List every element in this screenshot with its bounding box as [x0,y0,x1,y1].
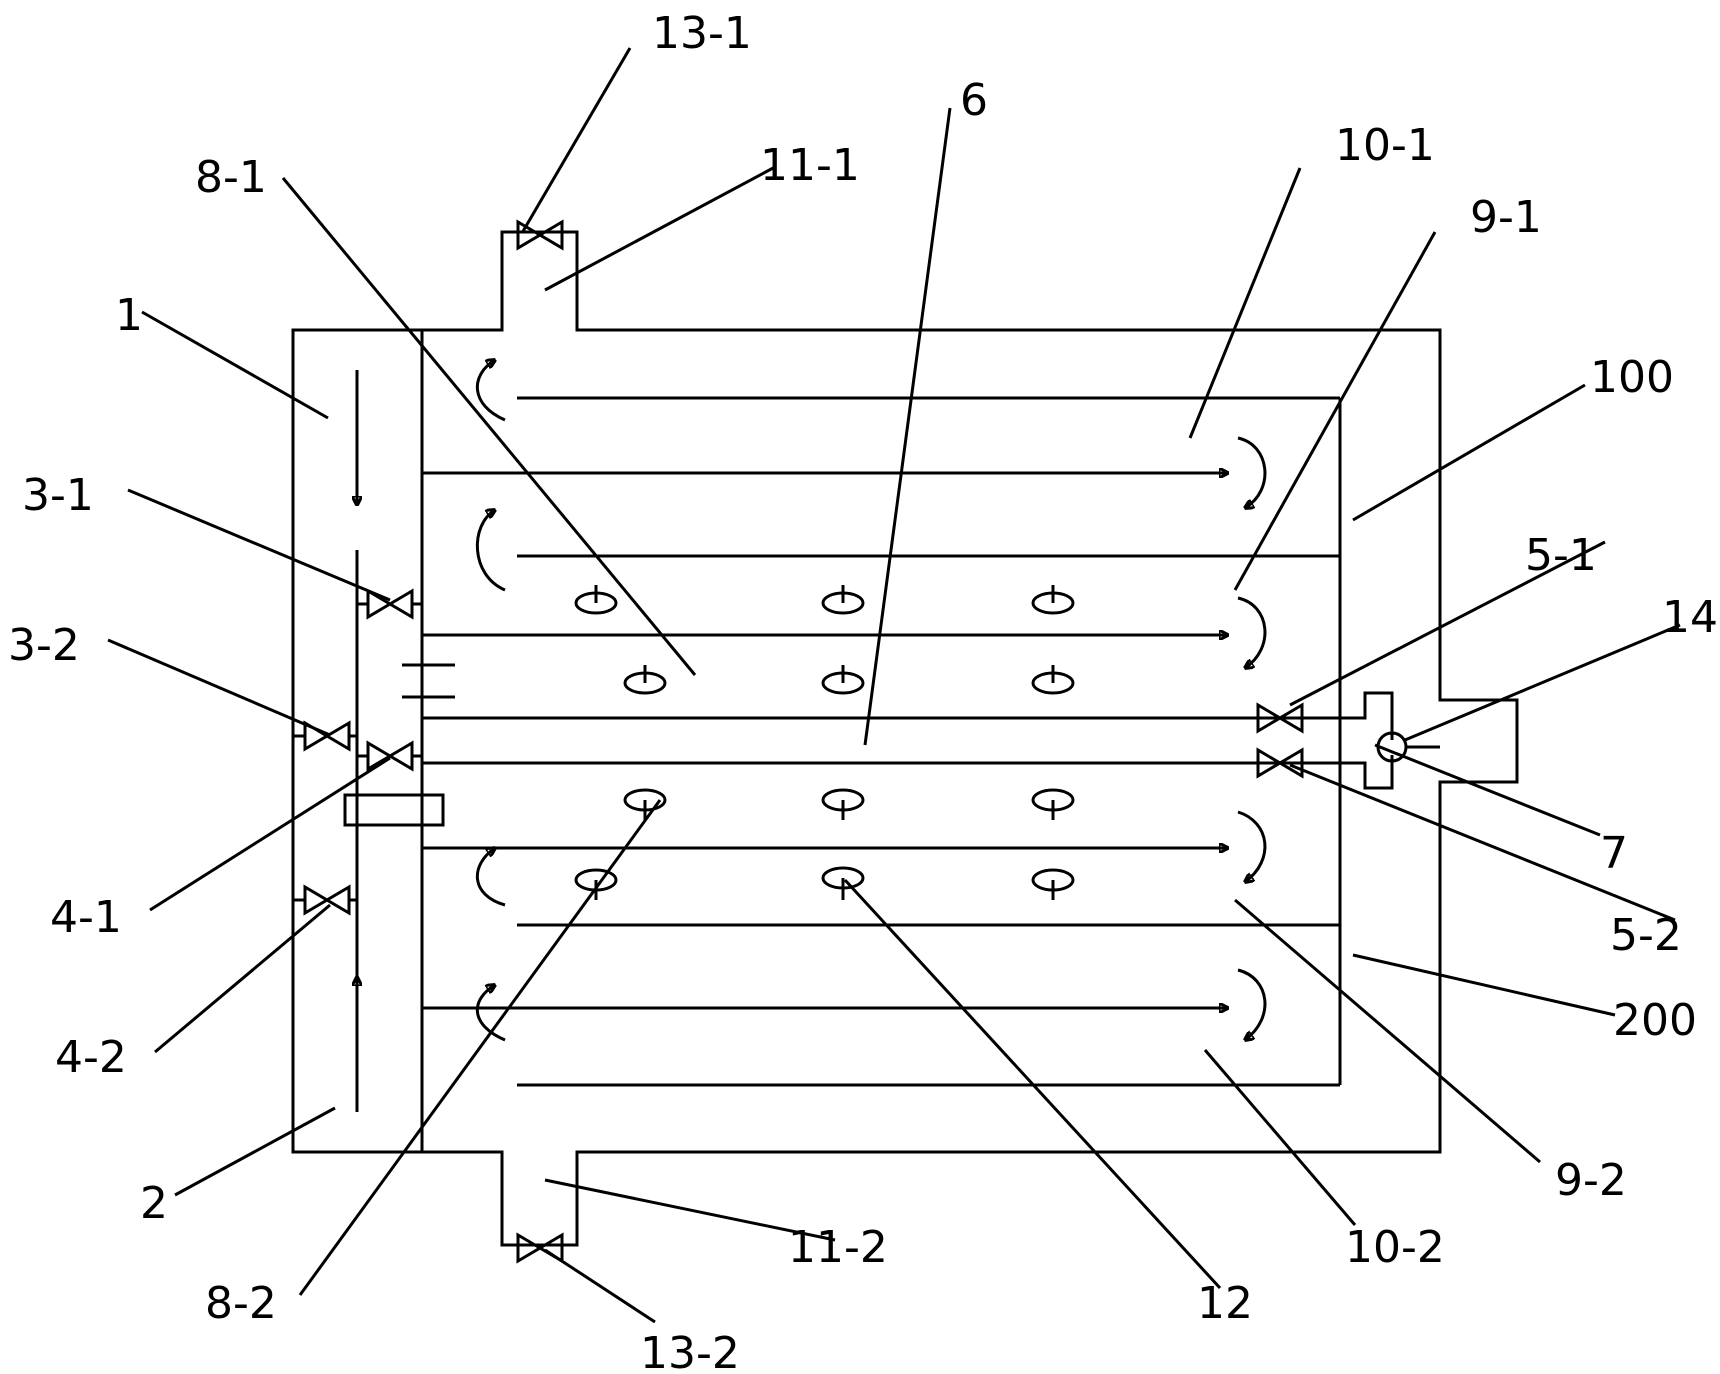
header-fitting [343,793,445,827]
label-3-2: 3-2 [8,620,80,671]
valve-5-1 [1256,702,1304,734]
label-11-1: 11-1 [760,140,860,191]
leader-lines [107,47,1681,1324]
label-3-1: 3-1 [22,470,94,521]
flow-arrows-horizontal [430,473,1228,1008]
valve-5-2 [1256,747,1304,779]
fan-icons-upper [574,585,1075,695]
label-14: 14 [1662,592,1718,643]
label-9-1: 9-1 [1470,192,1542,243]
label-12: 12 [1197,1278,1253,1329]
label-100: 100 [1590,352,1674,403]
label-10-1: 10-1 [1335,120,1435,171]
valve-13-1 [516,219,564,251]
label-7: 7 [1600,828,1628,879]
label-9-2: 9-2 [1555,1155,1627,1206]
valve-3-2 [293,720,357,752]
label-8-2: 8-2 [205,1278,277,1329]
valve-4-1 [357,740,422,772]
pump-loop-lower [1340,755,1394,790]
fan-icons-lower [574,788,1075,900]
label-13-2: 13-2 [640,1328,740,1374]
label-2: 2 [140,1178,168,1229]
label-200: 200 [1613,995,1697,1046]
label-5-2: 5-2 [1610,910,1682,961]
valve-4-2 [293,884,357,916]
label-4-1: 4-1 [50,892,122,943]
outer-housing [291,230,1519,1247]
label-8-1: 8-1 [195,152,267,203]
curved-arrows [475,360,1267,1040]
label-4-2: 4-2 [55,1032,127,1083]
label-10-2: 10-2 [1345,1222,1445,1273]
label-1: 1 [115,290,143,341]
label-11-2: 11-2 [788,1222,888,1273]
label-5-1: 5-1 [1525,530,1597,581]
valve-3-1 [357,588,422,620]
pump-loop [1340,691,1394,740]
label-6: 6 [960,75,988,126]
label-13-1: 13-1 [652,8,752,59]
